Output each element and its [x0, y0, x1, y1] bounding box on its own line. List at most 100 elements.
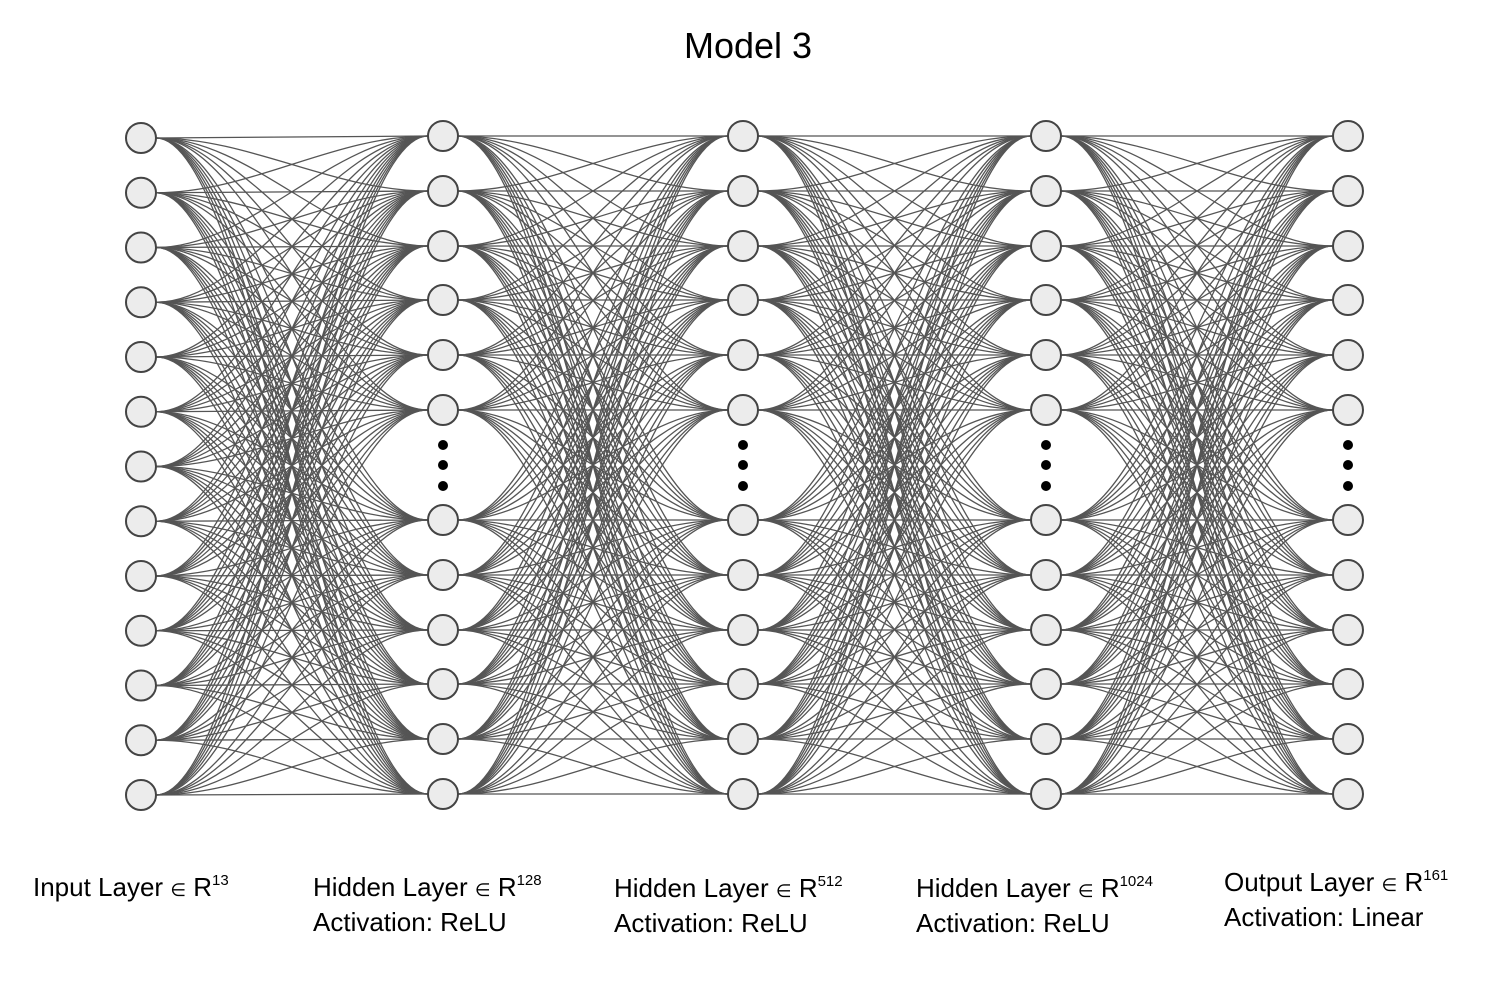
neuron-node	[125, 286, 157, 319]
connection-line	[155, 135, 429, 687]
connection-line	[155, 354, 429, 796]
connection-line	[155, 135, 429, 632]
connection-line	[457, 299, 729, 795]
vector-space: R	[798, 873, 818, 903]
connection-line	[457, 519, 729, 795]
neuron-node	[1030, 175, 1062, 207]
neuron-node	[1332, 339, 1364, 371]
neuron-node	[427, 230, 459, 262]
neuron-node	[727, 504, 759, 536]
neuron-node	[427, 614, 459, 646]
vector-space: R	[497, 872, 517, 902]
vector-space: R	[1404, 867, 1424, 897]
connection-line	[757, 519, 1032, 795]
neuron-node	[727, 120, 759, 152]
ellipsis-dot	[1041, 460, 1051, 470]
connection-line	[1060, 245, 1334, 795]
connection-line	[1060, 409, 1334, 795]
ellipsis-dot	[1041, 440, 1051, 450]
connection-line	[457, 135, 729, 740]
neuron-node	[1030, 230, 1062, 262]
connection-line	[1060, 519, 1334, 740]
layer-dimension: 128	[516, 872, 542, 889]
membership-symbol: ∈	[1381, 875, 1398, 895]
connection-line	[1060, 135, 1334, 247]
ellipsis-dot	[438, 440, 448, 450]
neuron-node	[125, 669, 157, 702]
neuron-node	[427, 394, 459, 426]
layer-name: Output Layer	[1224, 867, 1375, 897]
neuron-node	[427, 504, 459, 536]
layer-label-input: Input Layer ∈ R13	[33, 871, 229, 906]
connection-line	[757, 135, 1032, 411]
connection-line	[155, 683, 429, 796]
connection-line	[155, 135, 429, 358]
membership-symbol: ∈	[775, 881, 792, 901]
layer-dimension: 13	[212, 872, 229, 889]
connection-line	[1060, 135, 1334, 192]
layer-label-hidden-2: Hidden Layer ∈ R512 Activation: ReLU	[614, 872, 843, 939]
connection-line	[757, 190, 1032, 795]
connection-line	[1060, 135, 1334, 521]
connection-line	[757, 245, 1032, 795]
connection-line	[757, 135, 1032, 356]
connection-line	[1060, 354, 1334, 795]
connection-line	[1060, 135, 1334, 576]
neuron-node	[727, 230, 759, 262]
connection-line	[155, 135, 429, 468]
connection-line	[757, 135, 1032, 301]
neuron-node	[1030, 394, 1062, 426]
connection-line	[155, 245, 429, 796]
connection-line	[457, 190, 729, 795]
connection-line	[757, 409, 1032, 795]
connection-line	[757, 574, 1032, 795]
neuron-node	[427, 284, 459, 316]
connection-line	[155, 135, 429, 741]
connection-line	[457, 409, 729, 795]
neuron-node	[1030, 614, 1062, 646]
neuron-node	[727, 778, 759, 810]
membership-symbol: ∈	[1077, 881, 1094, 901]
connection-line	[1060, 135, 1334, 740]
connection-line	[457, 574, 729, 795]
connection-line	[457, 683, 729, 795]
connection-line	[1060, 738, 1334, 795]
connection-lines	[155, 135, 1334, 796]
neuron-node	[1332, 778, 1364, 810]
neuron-node	[125, 560, 157, 592]
connection-line	[457, 135, 729, 192]
neuron-node	[427, 175, 459, 207]
connection-line	[155, 519, 429, 741]
ellipsis-dot	[1041, 481, 1051, 491]
connection-line	[757, 299, 1032, 795]
neuron-node	[727, 175, 759, 207]
connection-line	[1060, 135, 1334, 631]
connection-line	[457, 135, 729, 795]
connection-line	[757, 354, 1032, 795]
neuron-node	[125, 779, 157, 811]
connection-line	[1060, 135, 1334, 411]
vector-space: R	[1100, 873, 1120, 903]
neuron-node	[1332, 175, 1364, 207]
layer-name: Hidden Layer	[916, 873, 1071, 903]
connection-line	[457, 629, 729, 795]
neuron-node	[125, 231, 157, 264]
connection-line	[155, 574, 429, 796]
connection-line	[457, 135, 729, 576]
neuron-node	[1030, 723, 1062, 755]
connection-line	[757, 135, 1032, 576]
connection-line	[155, 299, 429, 796]
connection-line	[457, 135, 729, 247]
connection-line	[457, 135, 729, 631]
connection-line	[457, 519, 729, 740]
neuron-node	[1332, 723, 1364, 755]
connection-line	[757, 135, 1032, 795]
connection-line	[1060, 299, 1334, 795]
ellipsis-dot	[738, 440, 748, 450]
ellipsis-dot	[738, 481, 748, 491]
connection-line	[757, 135, 1032, 521]
layer-name: Input Layer	[33, 872, 164, 902]
vector-space: R	[193, 872, 213, 902]
layer-label-hidden-3: Hidden Layer ∈ R1024 Activation: ReLU	[916, 872, 1153, 939]
